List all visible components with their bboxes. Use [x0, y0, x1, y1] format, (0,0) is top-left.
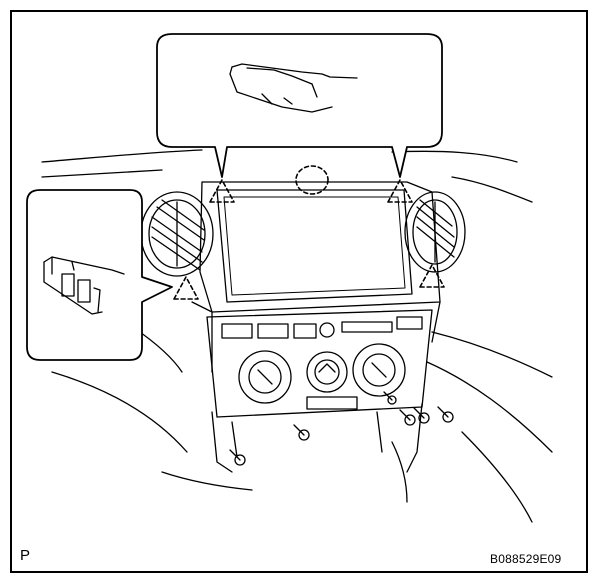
screw-icon — [229, 449, 246, 466]
screw-icon — [293, 424, 310, 441]
heater-control-panel — [206, 309, 433, 418]
figure-frame: P B088529E09 — [10, 10, 588, 573]
left-callout — [26, 189, 173, 361]
clip-triangle — [387, 179, 413, 203]
center-console — [211, 403, 423, 473]
clip-circle — [295, 165, 329, 195]
screw-icon — [383, 391, 397, 405]
screw-icon — [413, 407, 430, 424]
left-air-vent — [140, 191, 214, 277]
clip-triangle — [419, 264, 445, 288]
clip-triangle — [173, 276, 199, 300]
screws — [229, 391, 454, 466]
center-cluster-panel — [191, 181, 441, 373]
screw-icon — [399, 409, 416, 426]
clip-triangle — [209, 179, 235, 203]
top-callout — [156, 33, 443, 178]
figure-code: B088529E09 — [490, 552, 562, 566]
dashboard-illustration — [26, 33, 553, 523]
clip-markers — [173, 165, 445, 300]
corner-mark: P — [20, 547, 31, 564]
screw-icon — [437, 406, 454, 423]
